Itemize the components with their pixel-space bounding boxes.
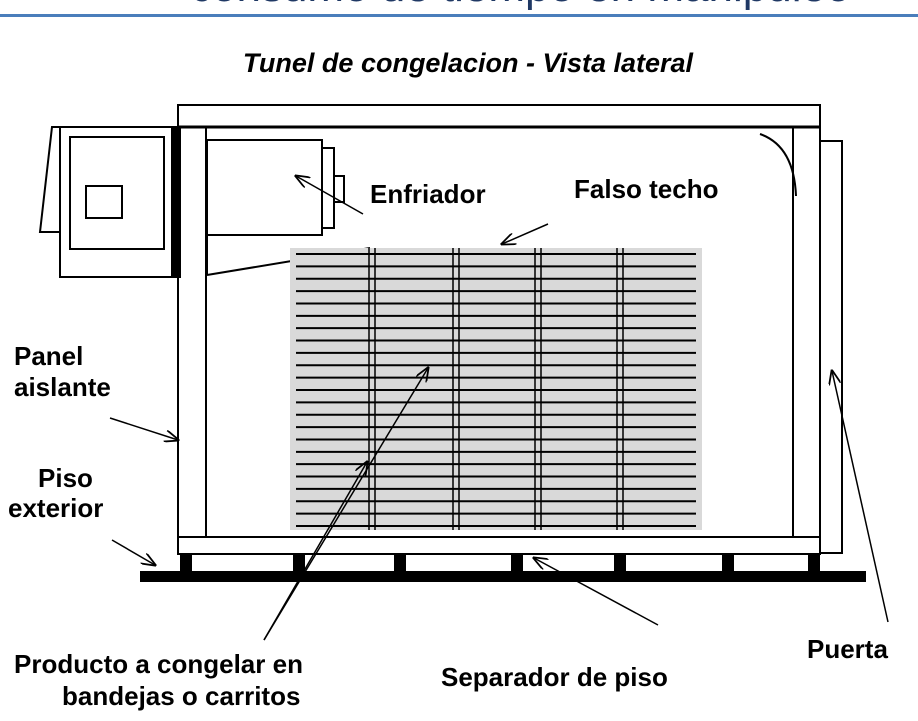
arrow-enfriador	[296, 176, 364, 215]
floor-separator	[511, 554, 523, 571]
label-panel-line2: aislante	[14, 372, 111, 402]
floor-separator	[394, 554, 406, 571]
label-separador: Separador de piso	[441, 662, 668, 692]
floor-separator	[722, 554, 734, 571]
floor-structure	[140, 554, 866, 582]
arrow-piso-exterior	[111, 539, 155, 565]
floor-separator	[180, 554, 192, 571]
callout-arrows	[109, 176, 889, 641]
label-producto-line2: bandejas o carritos	[62, 681, 300, 711]
arrow-producto-1	[263, 368, 428, 641]
door	[819, 140, 843, 554]
floor-separator	[614, 554, 626, 571]
header-bar: consumo de tiempo en manipuleo	[0, 0, 918, 17]
floor-separator	[808, 554, 820, 571]
label-piso-line1: Piso	[38, 463, 93, 493]
label-panel-line1: Panel	[14, 341, 83, 371]
floor-separator	[293, 554, 305, 571]
label-piso-line2: exterior	[8, 493, 103, 523]
external-unit	[38, 126, 181, 278]
arrow-separador	[534, 558, 659, 626]
arrow-panel-aislante	[109, 417, 178, 440]
header-clipped-text: consumo de tiempo en manipuleo	[190, 0, 850, 12]
arrow-falso-techo	[502, 223, 549, 244]
label-falso-techo: Falso techo	[574, 174, 718, 204]
label-puerta: Puerta	[807, 634, 888, 664]
label-enfriador: Enfriador	[370, 179, 486, 209]
arrow-producto-2	[263, 462, 367, 641]
tunnel-structure	[177, 104, 821, 555]
arrow-puerta	[832, 371, 889, 623]
label-producto-line1: Producto a congelar en	[14, 649, 303, 679]
diagram-title: Tunel de congelacion - Vista lateral	[243, 48, 694, 78]
